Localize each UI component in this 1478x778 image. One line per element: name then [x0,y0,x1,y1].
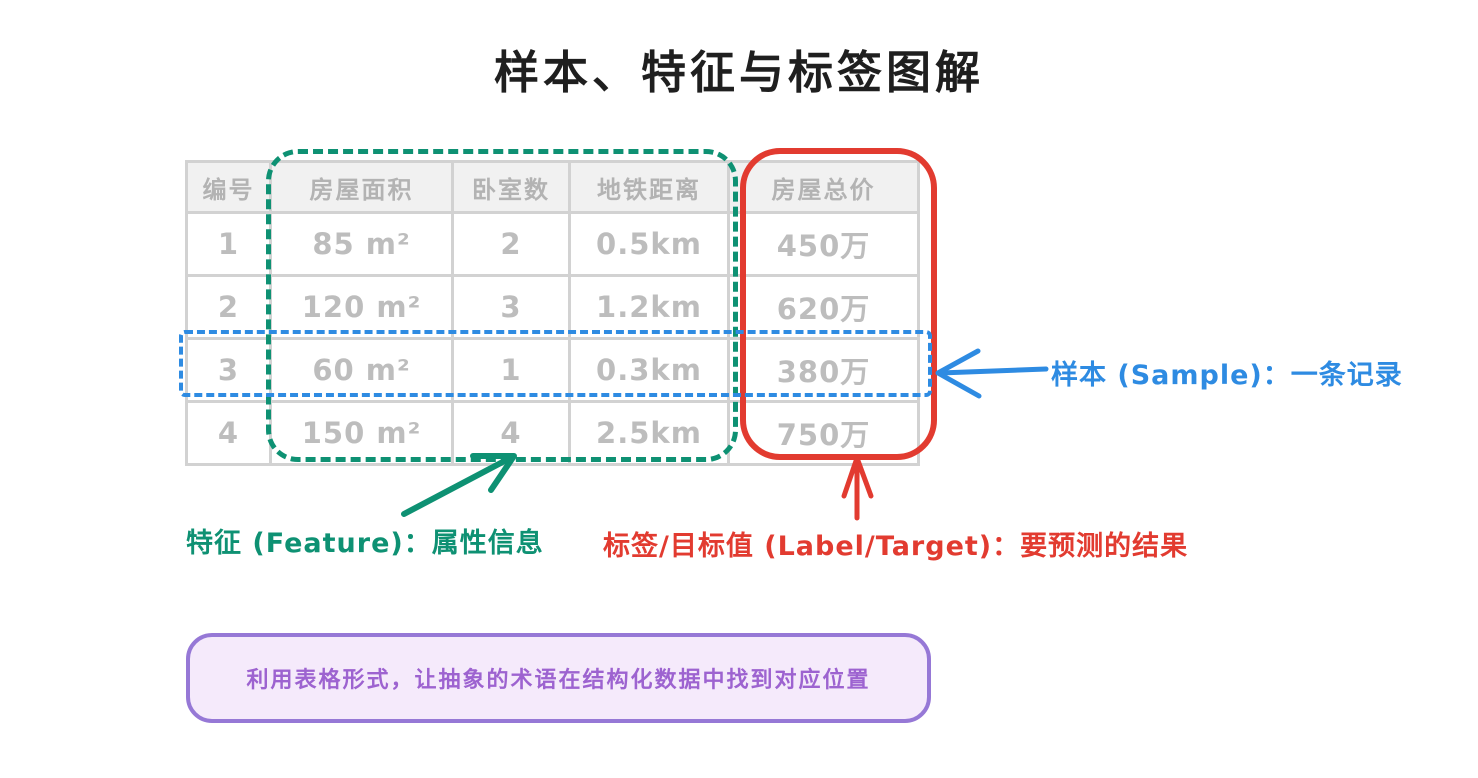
summary-note-text: 利用表格形式，让抽象的术语在结构化数据中找到对应位置 [246,668,871,693]
cell-price: 380万 [727,337,920,403]
cell-metro: 0.5km [568,211,730,277]
target-arrow [841,455,874,521]
cell-bedrooms: 2 [451,211,571,277]
cell-area: 85 m² [269,211,454,277]
col-header-bedrooms: 卧室数 [451,160,571,214]
cell-id: 1 [185,211,272,277]
table-row: 2 120 m² 3 1.2km 620万 [185,274,920,340]
page-title: 样本、特征与标签图解 [493,46,984,99]
cell-metro: 2.5km [568,400,730,466]
housing-table: 编号 房屋面积 卧室数 地铁距离 房屋总价 1 85 m² 2 0.5km 45… [185,160,920,466]
cell-bedrooms: 3 [451,274,571,340]
col-header-id: 编号 [185,160,272,214]
col-header-metro: 地铁距离 [568,160,730,214]
table-row: 4 150 m² 4 2.5km 750万 [185,400,920,466]
cell-area: 60 m² [269,337,454,403]
cell-area: 150 m² [269,400,454,466]
sample-annotation-label: 样本 (Sample)：一条记录 [1051,360,1403,391]
cell-metro: 0.3km [568,337,730,403]
cell-id: 4 [185,400,272,466]
cell-bedrooms: 1 [451,337,571,403]
cell-area: 120 m² [269,274,454,340]
table-row-sample: 3 60 m² 1 0.3km 380万 [185,337,920,403]
sample-arrow [935,348,1049,399]
table-header-row: 编号 房屋面积 卧室数 地铁距离 房屋总价 [185,160,920,214]
cell-id: 3 [185,337,272,403]
col-header-price: 房屋总价 [727,160,920,214]
cell-price: 750万 [727,400,920,466]
summary-note-box: 利用表格形式，让抽象的术语在结构化数据中找到对应位置 [186,633,931,723]
target-annotation-label: 标签/目标值 (Label/Target)：要预测的结果 [603,531,1189,562]
cell-id: 2 [185,274,272,340]
feature-annotation-label: 特征 (Feature)：属性信息 [186,528,544,559]
cell-price: 620万 [727,274,920,340]
cell-metro: 1.2km [568,274,730,340]
col-header-area: 房屋面积 [269,160,454,214]
cell-bedrooms: 4 [451,400,571,466]
table-row: 1 85 m² 2 0.5km 450万 [185,211,920,277]
cell-price: 450万 [727,211,920,277]
